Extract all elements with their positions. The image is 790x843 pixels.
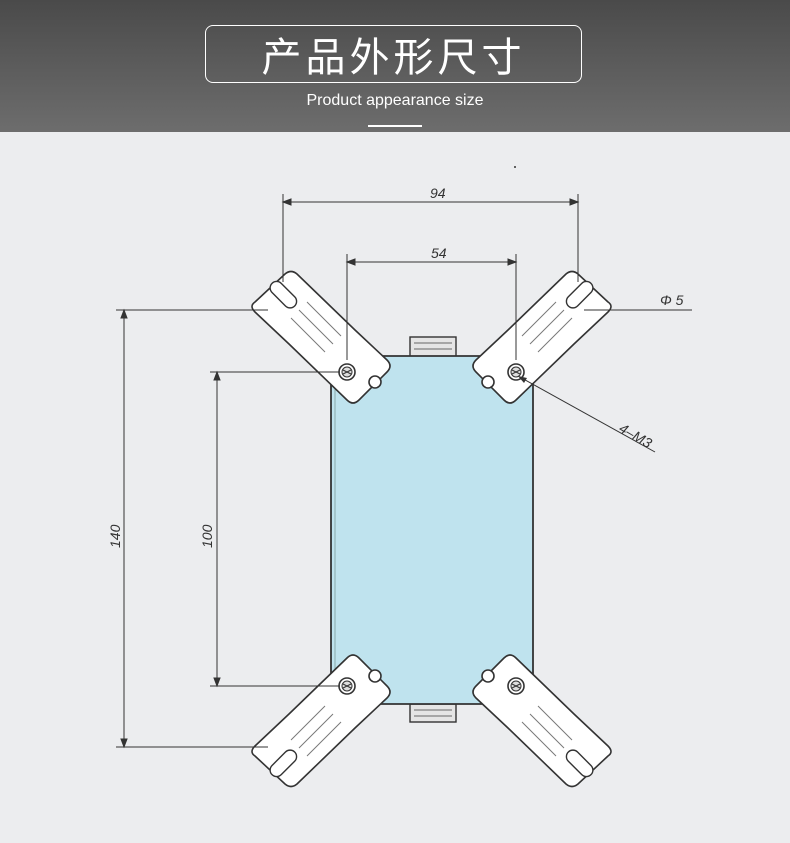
dim-inner-height xyxy=(210,370,340,688)
header-banner: 产品外形尺寸 Product appearance size xyxy=(0,0,790,132)
dim-inner-width-label: 54 xyxy=(431,245,447,261)
dim-overall-height xyxy=(116,308,268,749)
top-connector xyxy=(409,336,457,358)
bracket-bottom-right xyxy=(472,654,612,788)
title-frame: 产品外形尺寸 xyxy=(205,25,582,83)
module-body xyxy=(330,355,534,705)
dim-overall-width xyxy=(281,194,580,282)
bracket-bottom-left xyxy=(251,654,391,788)
bracket-top-right xyxy=(472,270,612,404)
dim-inner-height-label: 100 xyxy=(199,524,215,548)
dimension-drawing: 94 54 140 100 Φ 5 4–M3 xyxy=(107,166,692,788)
screw-label: 4–M3 xyxy=(617,420,656,451)
dim-overall-width-label: 94 xyxy=(430,185,446,201)
hole-diameter-label: Φ 5 xyxy=(660,292,684,308)
dim-overall-height-label: 140 xyxy=(107,524,123,548)
page-title: 产品外形尺寸 xyxy=(261,35,526,81)
screw-leader xyxy=(517,375,656,453)
bottom-connector xyxy=(409,703,457,723)
title-underline xyxy=(368,125,422,127)
bracket-top-left xyxy=(251,270,391,404)
page-subtitle: Product appearance size xyxy=(306,92,484,109)
dim-inner-width xyxy=(345,254,518,360)
